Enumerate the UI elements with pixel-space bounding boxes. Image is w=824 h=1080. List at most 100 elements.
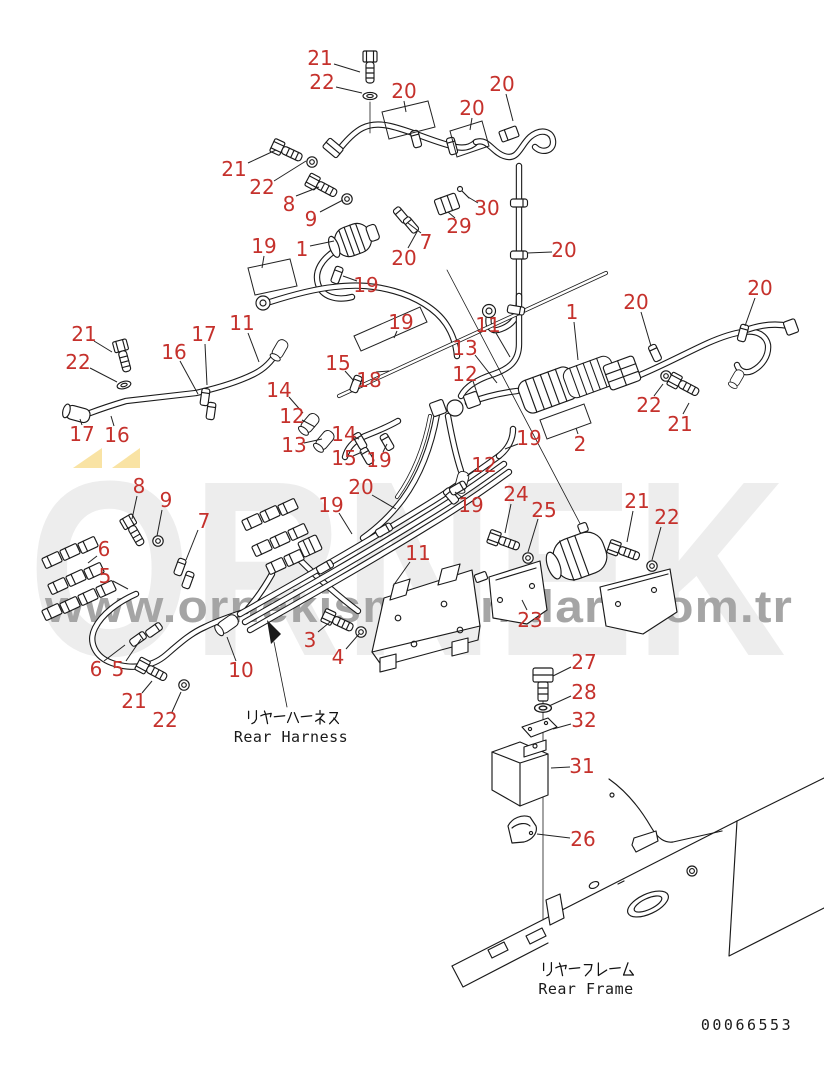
callout-leader-19 [338,512,353,535]
callout-leader-32 [552,723,572,730]
callout-leader-5 [112,580,129,590]
caption-rear-frame-jp [542,962,635,977]
callout-leader-16 [110,415,115,427]
callout-leader-22 [89,367,118,383]
callout-leader-22 [335,86,363,94]
clamp-16 [205,401,217,421]
callout-leader-6 [87,555,98,564]
clamp-20-right2 [647,343,663,363]
callout-leader-5 [125,638,142,662]
washer-25 [522,552,534,564]
callout-leader-20 [407,229,419,249]
callout-6-56: 6 [98,537,111,561]
callout-leader-14 [351,435,360,440]
callout-21-17: 21 [71,322,96,346]
screw-30 [460,189,470,199]
connector-1 [327,222,380,258]
callout-11-52: 11 [405,541,430,565]
callout-leader-24 [504,503,512,534]
callout-5-62: 5 [112,657,125,681]
callout-leader-13 [303,438,323,444]
callout-19-41: 19 [516,426,541,450]
watermark-umlaut-triangle-left [73,448,102,468]
callout-leader-11 [392,561,411,587]
clamp-20 [509,250,529,260]
callout-10-60: 10 [228,658,253,682]
callout-leader-29 [447,211,456,219]
callout-30-9: 30 [474,196,499,220]
callout-leader-15 [352,451,363,457]
callout-leader-19 [261,255,265,269]
callout-22-18: 22 [65,350,90,374]
rear-frame [451,777,824,988]
callout-leader-13 [474,354,498,384]
callout-leader-19 [454,491,464,499]
callout-box-19 [247,258,298,296]
bolt-8 [303,172,340,201]
connector-stack-center [240,497,323,576]
callout-22-39: 22 [636,393,661,417]
callout-7-55: 7 [198,509,211,533]
washer-9b [152,535,164,547]
solenoid [545,521,608,582]
washer-9 [341,193,353,205]
callout-leader-12 [301,419,316,428]
callout-leader-20 [744,297,756,327]
callout-16-20: 16 [161,340,186,364]
callout-32-67: 32 [571,708,596,732]
callout-leader-21 [141,680,153,694]
japanese-captions [247,709,635,977]
mounting-plate [371,563,481,673]
callout-leader-22 [273,160,307,182]
callout-leader-12 [466,469,477,477]
callout-18-23: 18 [356,368,381,392]
callout-2-42: 2 [574,432,587,456]
callout-19-22: 19 [388,310,413,334]
callout-leader-22 [171,691,182,713]
callout-1-14: 1 [296,237,309,261]
callout-21-0: 21 [307,46,332,70]
callout-leader-20 [640,311,652,347]
washer-22-left [115,379,133,391]
bracket-23 [473,560,548,625]
clamp-19 [329,265,345,285]
callout-leader-4 [345,633,360,650]
plate-32 [521,717,558,738]
callout-29-10: 29 [446,214,471,238]
construction-line [446,269,586,534]
callout-21-40: 21 [667,412,692,436]
washer-22f [646,560,658,572]
bolt-21-top [362,50,378,84]
caption-rear-harness-jp [247,709,340,725]
callout-13-34: 13 [452,336,477,360]
callout-8-53: 8 [133,474,146,498]
callout-leader-15 [344,370,355,382]
screw-30-head [456,185,464,193]
callout-19-15: 19 [353,273,378,297]
bracket-solenoid [599,568,678,635]
callout-28-66: 28 [571,680,596,704]
callout-19-30: 19 [366,448,391,472]
callout-leader-19 [342,275,358,282]
callout-15-29: 15 [331,446,356,470]
callout-leader-22 [653,383,664,397]
part-number: 00066553 [701,1016,793,1034]
callout-leader-17 [79,418,83,426]
junction-fitting [446,399,464,417]
bolt-27 [532,667,554,702]
callout-20-3: 20 [459,96,484,120]
callout-leader-7 [185,529,199,561]
eyelet-terminal-19 [255,295,271,311]
washer-22 [306,156,318,168]
diagram-linework [40,50,824,988]
callout-leader-10 [226,636,237,662]
callout-leader-30 [467,196,479,204]
callout-20-37: 20 [623,290,648,314]
junction-fitting-left [429,399,447,417]
callout-leader-27 [552,666,572,677]
callout-12-43: 12 [471,453,496,477]
callout-3-58: 3 [304,628,317,652]
callout-9-54: 9 [160,488,173,512]
